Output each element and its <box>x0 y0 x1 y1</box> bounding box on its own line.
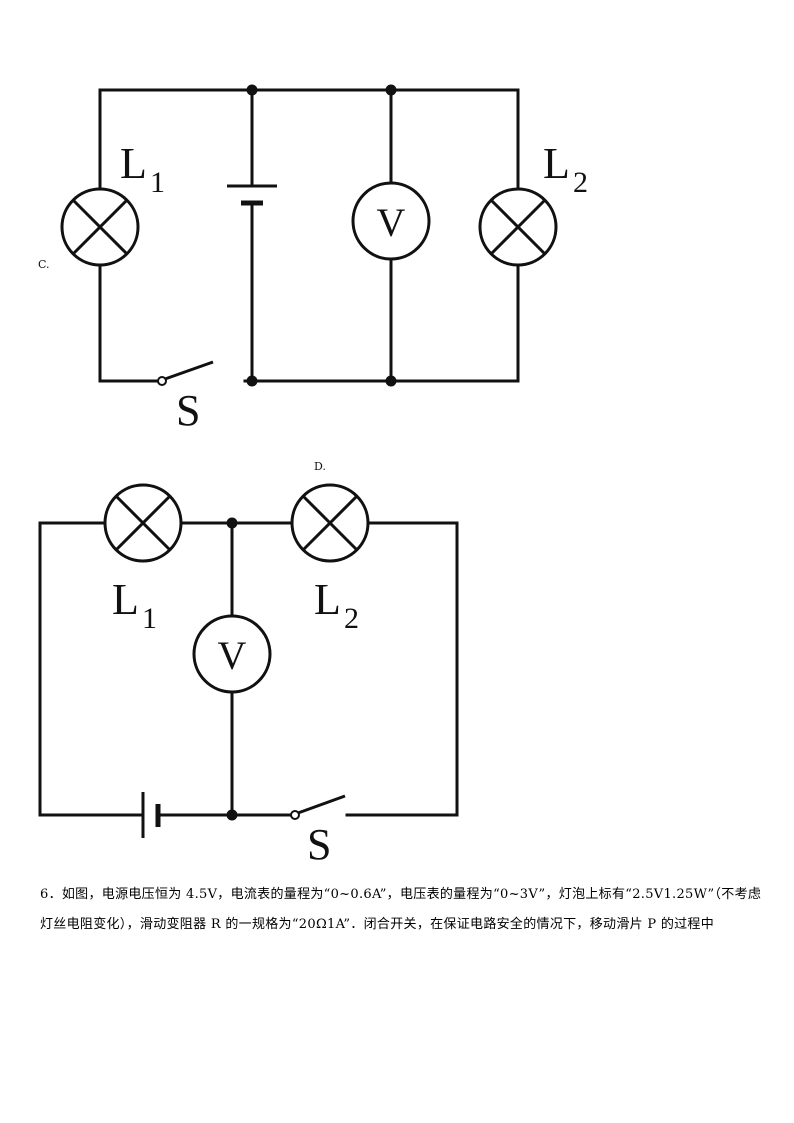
switch-symbol <box>290 794 346 820</box>
junction-dot <box>385 84 397 96</box>
question-6-text: 6．如图，电源电压恒为 4.5V，电流表的量程为“0~0.6A”，电压表的量程为… <box>40 887 762 932</box>
circuit-c-left-bottom-wire <box>98 265 160 383</box>
lamp-l1-label: L 1 <box>120 139 165 199</box>
lamp-l1-symbol <box>60 187 140 267</box>
circuit-d-left-wire <box>38 521 145 817</box>
circuit-d-right-wire <box>345 521 459 817</box>
svg-text:L: L <box>112 575 139 624</box>
circuit-c-diagram: C. <box>38 84 588 435</box>
switch-s-label: S <box>307 820 331 869</box>
circuit-c-top-wire <box>98 88 520 190</box>
svg-text:1: 1 <box>150 166 165 199</box>
svg-text:2: 2 <box>573 166 588 199</box>
svg-text:L: L <box>120 139 147 188</box>
switch-s-label: S <box>176 386 200 435</box>
junction-dot <box>246 84 258 96</box>
lamp-l2-label: L 2 <box>543 139 588 199</box>
junction-dot <box>246 375 258 387</box>
voltmeter-label: V <box>377 200 406 245</box>
lamp-l2-symbol <box>290 483 370 563</box>
voltmeter-symbol: V <box>351 181 431 261</box>
lamp-l1-symbol <box>103 483 183 563</box>
voltmeter-symbol: V <box>192 614 272 694</box>
circuit-d-diagram: D. <box>38 460 459 869</box>
switch-symbol <box>157 360 214 386</box>
option-c-label: C. <box>38 258 50 271</box>
circuit-c-right-bottom-wire <box>243 265 520 383</box>
junction-dot <box>226 809 238 821</box>
battery-symbol <box>227 184 277 206</box>
svg-text:L: L <box>543 139 570 188</box>
battery-symbol <box>141 792 161 838</box>
lamp-l1-label: L 1 <box>112 575 157 635</box>
junction-dot <box>226 517 238 529</box>
svg-text:1: 1 <box>142 602 157 635</box>
lamp-l2-symbol <box>478 187 558 267</box>
svg-text:L: L <box>314 575 341 624</box>
junction-dot <box>385 375 397 387</box>
lamp-l2-label: L 2 <box>314 575 359 635</box>
svg-text:2: 2 <box>344 602 359 635</box>
option-d-label: D. <box>314 460 326 473</box>
voltmeter-label: V <box>218 633 247 678</box>
